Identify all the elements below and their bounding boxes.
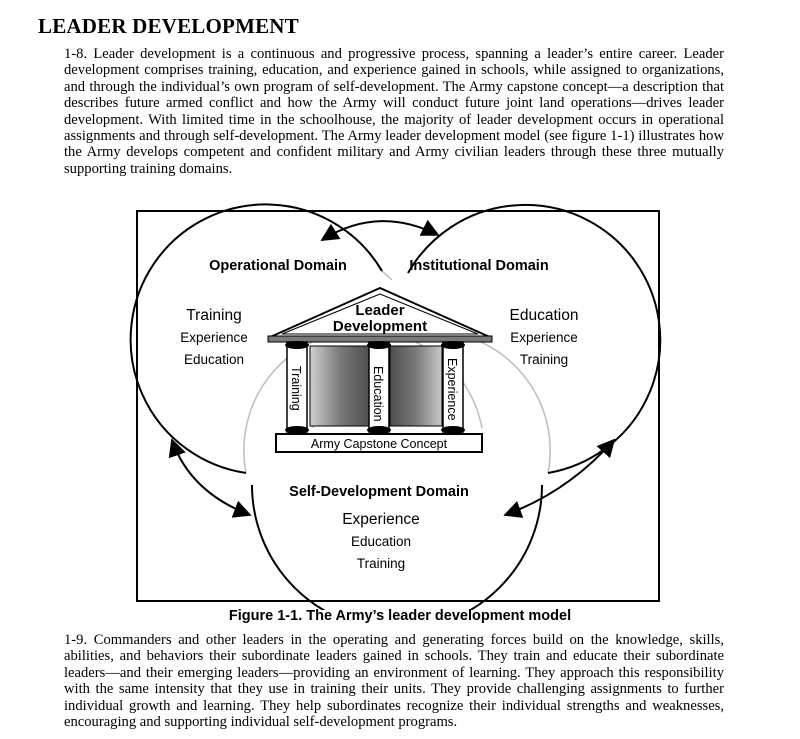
institutional-item: Experience bbox=[510, 330, 578, 345]
operational-domain-title: Operational Domain bbox=[209, 258, 347, 274]
overlap-arc bbox=[381, 270, 393, 281]
institutional-domain-title: Institutional Domain bbox=[409, 258, 548, 274]
institutional-item: Training bbox=[520, 352, 568, 367]
section-title: LEADER DEVELOPMENT bbox=[38, 14, 299, 38]
temple-base bbox=[275, 433, 483, 453]
institutional-item: Education bbox=[510, 307, 579, 324]
operational-item: Experience bbox=[180, 330, 248, 345]
operational-item: Education bbox=[184, 352, 244, 367]
operational-domain-circle bbox=[129, 203, 383, 474]
roof-label-line-2: Development bbox=[333, 318, 427, 335]
operational-item: Training bbox=[186, 307, 241, 324]
leader-development-figure: Operational Domain Institutional Domain … bbox=[129, 203, 662, 610]
self-development-domain-circle bbox=[251, 484, 543, 610]
temple-door-right bbox=[389, 345, 443, 427]
pillar-label-education: Education bbox=[371, 366, 385, 422]
temple-icon bbox=[267, 286, 493, 453]
paragraph-1-8: 1-8. Leader development is a continuous … bbox=[64, 46, 724, 177]
pillar-label-experience: Experience bbox=[445, 358, 459, 421]
paragraph-1-9: 1-9. Commanders and other leaders in the… bbox=[64, 632, 724, 731]
arrow-operational-institutional bbox=[320, 219, 440, 241]
figure-caption: Figure 1-1. The Army’s leader developmen… bbox=[228, 608, 572, 624]
pillar-label-training: Training bbox=[289, 366, 303, 411]
figure-frame bbox=[136, 210, 660, 602]
arrow-institutional-self-development bbox=[503, 438, 616, 518]
self-development-item: Experience bbox=[342, 511, 420, 528]
arrow-operational-self-development bbox=[168, 438, 252, 518]
self-development-domain-title: Self-Development Domain bbox=[289, 484, 469, 500]
self-development-item: Training bbox=[357, 556, 405, 571]
temple-door-left bbox=[309, 345, 371, 427]
roof-label-line-1: Leader bbox=[355, 302, 404, 319]
base-label: Army Capstone Concept bbox=[311, 437, 448, 451]
institutional-domain-circle bbox=[407, 203, 662, 474]
self-development-item: Education bbox=[351, 534, 411, 549]
